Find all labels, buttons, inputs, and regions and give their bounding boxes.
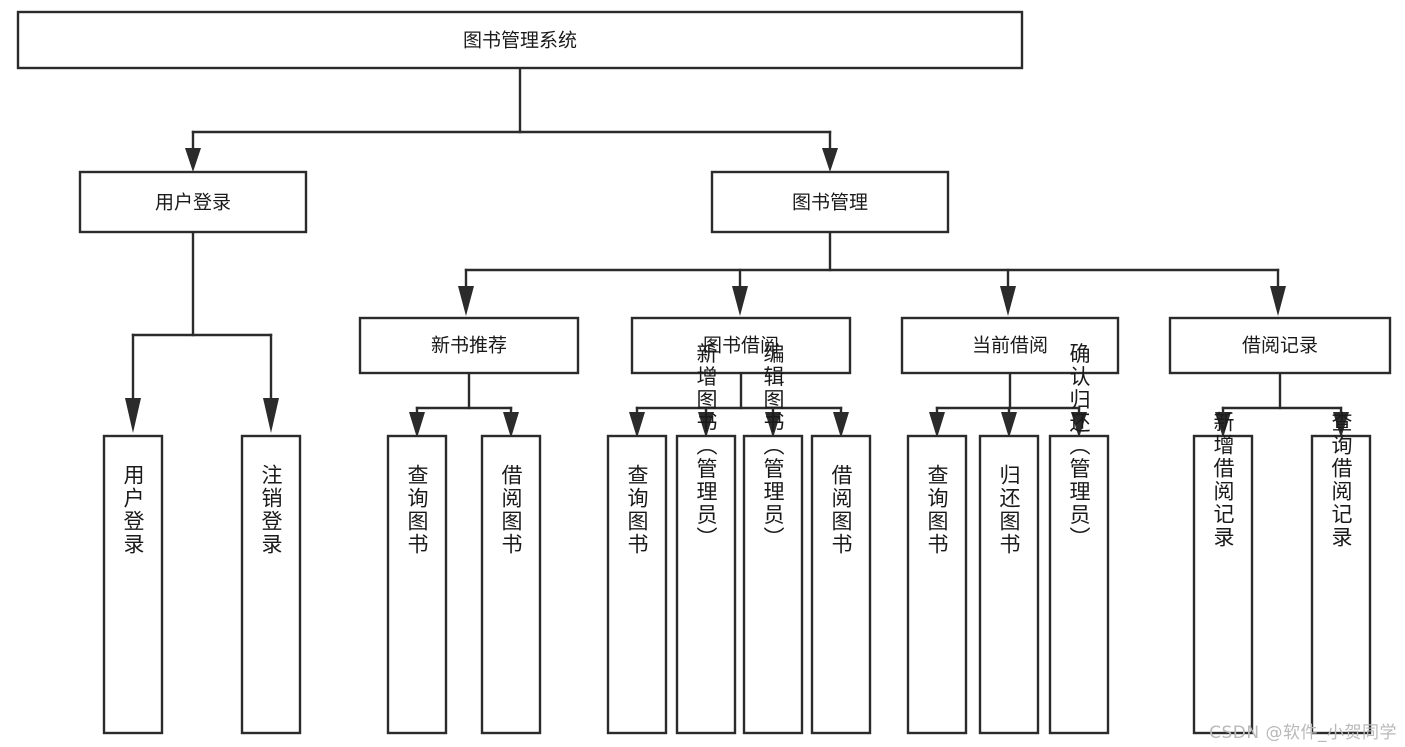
node-leaf-add-book[interactable]: 新增图书（管理员） bbox=[675, 343, 737, 735]
node-leaf-confirm-return-box[interactable] bbox=[1048, 434, 1110, 735]
node-current-borrow-label: 当前借阅 bbox=[972, 335, 1048, 357]
node-leaf-query-book-a-label: 查询图书 bbox=[405, 464, 429, 556]
node-leaf-user-login-box[interactable] bbox=[102, 434, 164, 735]
node-leaf-query-book-c-label: 查询图书 bbox=[925, 464, 949, 556]
node-user-login-box[interactable] bbox=[78, 170, 308, 234]
node-root[interactable]: 图书管理系统 bbox=[16, 10, 1024, 70]
node-user-login[interactable]: 用户登录 bbox=[78, 170, 308, 234]
node-leaf-borrow-book-b[interactable]: 借阅图书 bbox=[810, 434, 872, 735]
node-leaf-query-book-a[interactable]: 查询图书 bbox=[386, 434, 448, 735]
arrowhead-leaf-add-book bbox=[698, 412, 714, 438]
node-leaf-edit-book-label: 编辑图书（管理员） bbox=[761, 343, 785, 550]
node-leaf-borrow-book-a-box[interactable] bbox=[480, 434, 542, 735]
arrowhead-leaf-return-book bbox=[1001, 412, 1017, 438]
arrowhead-leaf-user-login bbox=[125, 398, 141, 433]
node-new-book-rec[interactable]: 新书推荐 bbox=[358, 316, 580, 375]
node-leaf-query-record-label: 查询借阅记录 bbox=[1329, 411, 1353, 549]
node-new-book-rec-label: 新书推荐 bbox=[431, 335, 507, 357]
node-leaf-logout-label: 注销登录 bbox=[259, 464, 283, 556]
node-leaf-query-book-b-label: 查询图书 bbox=[625, 464, 649, 556]
node-root-box[interactable] bbox=[16, 10, 1024, 70]
node-leaf-edit-book[interactable]: 编辑图书（管理员） bbox=[742, 343, 804, 735]
node-leaf-user-login[interactable]: 用户登录 bbox=[102, 434, 164, 735]
arrowhead-new-book-rec bbox=[458, 286, 474, 316]
arrowhead-leaf-query-book-c bbox=[929, 412, 945, 438]
arrowhead-leaf-add-record bbox=[1215, 412, 1231, 438]
node-book-manage[interactable]: 图书管理 bbox=[710, 170, 950, 234]
node-book-borrow-box[interactable] bbox=[630, 316, 852, 375]
node-leaf-confirm-return[interactable]: 确认归还（管理员） bbox=[1048, 343, 1110, 735]
node-leaf-borrow-book-a-label: 借阅图书 bbox=[499, 464, 523, 556]
node-current-borrow[interactable]: 当前借阅 bbox=[900, 316, 1120, 375]
node-leaf-query-record[interactable]: 查询借阅记录 bbox=[1310, 411, 1372, 735]
arrowhead-leaf-edit-book bbox=[765, 412, 781, 438]
node-leaf-return-book-box[interactable] bbox=[978, 434, 1040, 735]
node-leaf-add-record-label: 新增借阅记录 bbox=[1211, 411, 1235, 549]
node-book-manage-box[interactable] bbox=[710, 170, 950, 234]
node-leaf-borrow-book-b-label: 借阅图书 bbox=[829, 464, 853, 556]
arrowhead-leaf-logout bbox=[263, 398, 279, 433]
connector-layer bbox=[125, 66, 1349, 438]
node-leaf-edit-book-box[interactable] bbox=[742, 434, 804, 735]
node-root-label: 图书管理系统 bbox=[463, 30, 577, 52]
arrowhead-user-login bbox=[185, 148, 201, 172]
arrowhead-leaf-query-book-b bbox=[629, 412, 645, 438]
node-leaf-borrow-book-b-box[interactable] bbox=[810, 434, 872, 735]
node-leaf-user-login-label: 用户登录 bbox=[121, 464, 145, 556]
node-leaf-borrow-book-a[interactable]: 借阅图书 bbox=[480, 434, 542, 735]
node-current-borrow-box[interactable] bbox=[900, 316, 1120, 375]
arrowhead-leaf-borrow-book-b bbox=[833, 412, 849, 438]
node-leaf-query-book-c-box[interactable] bbox=[906, 434, 968, 735]
node-leaf-query-book-c[interactable]: 查询图书 bbox=[906, 434, 968, 735]
node-book-borrow[interactable]: 图书借阅 bbox=[630, 316, 852, 375]
arrowhead-leaf-confirm-return bbox=[1071, 412, 1087, 438]
node-leaf-query-book-b[interactable]: 查询图书 bbox=[606, 434, 668, 735]
arrowhead-leaf-borrow-book-a bbox=[503, 412, 519, 438]
arrowhead-current-borrow bbox=[1000, 286, 1016, 316]
node-user-login-label: 用户登录 bbox=[155, 192, 231, 214]
node-leaf-add-book-label: 新增图书（管理员） bbox=[694, 343, 718, 550]
node-new-book-rec-box[interactable] bbox=[358, 316, 580, 375]
arrowhead-leaf-query-record bbox=[1333, 412, 1349, 438]
node-leaf-query-record-box[interactable] bbox=[1310, 434, 1372, 735]
node-leaf-return-book[interactable]: 归还图书 bbox=[978, 434, 1040, 735]
node-leaf-add-book-box[interactable] bbox=[675, 434, 737, 735]
node-leaf-logout-box[interactable] bbox=[240, 434, 302, 735]
node-leaf-query-book-a-box[interactable] bbox=[386, 434, 448, 735]
node-leaf-return-book-label: 归还图书 bbox=[997, 464, 1021, 556]
node-leaf-add-record[interactable]: 新增借阅记录 bbox=[1192, 411, 1254, 735]
arrowhead-borrow-record bbox=[1270, 286, 1286, 316]
node-borrow-record-box[interactable] bbox=[1168, 316, 1392, 375]
node-borrow-record-label: 借阅记录 bbox=[1242, 335, 1318, 357]
node-leaf-add-record-box[interactable] bbox=[1192, 434, 1254, 735]
node-book-borrow-label: 图书借阅 bbox=[703, 335, 779, 357]
arrowhead-book-manage bbox=[822, 148, 838, 172]
node-leaf-query-book-b-box[interactable] bbox=[606, 434, 668, 735]
node-book-manage-label: 图书管理 bbox=[792, 192, 868, 214]
node-leaf-logout[interactable]: 注销登录 bbox=[240, 434, 302, 735]
node-borrow-record[interactable]: 借阅记录 bbox=[1168, 316, 1392, 375]
arrowhead-book-borrow bbox=[732, 286, 748, 316]
node-leaf-confirm-return-label: 确认归还（管理员） bbox=[1067, 343, 1091, 550]
arrowhead-leaf-query-book-a bbox=[409, 412, 425, 438]
